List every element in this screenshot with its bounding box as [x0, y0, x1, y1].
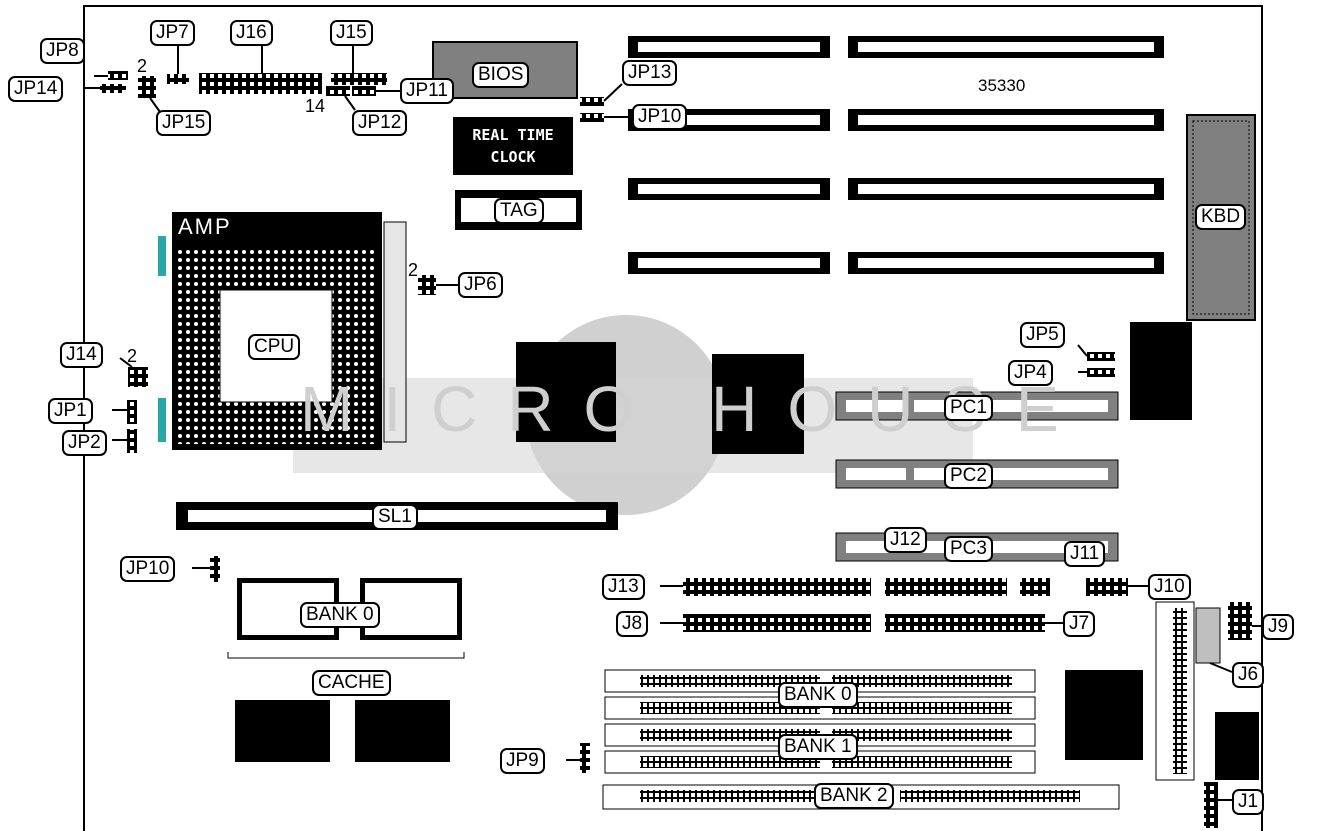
label-tag: TAG — [494, 198, 544, 224]
chip-kbd-ctrl — [1130, 322, 1192, 420]
label-jp6: JP6 — [458, 272, 503, 298]
label-jp2: JP2 — [62, 430, 107, 456]
rtc-line-2: CLOCK — [490, 148, 536, 166]
j6-block — [1195, 607, 1221, 664]
label-jp11: JP11 — [400, 78, 454, 104]
port-connector — [1215, 712, 1259, 780]
label-cpu: CPU — [248, 334, 301, 360]
label-cache: CACHE — [312, 670, 391, 696]
label-jp7: JP7 — [150, 20, 195, 46]
label-jp8: JP8 — [40, 38, 85, 64]
label-jp10-bottom: JP10 — [120, 556, 176, 582]
label-jp5: JP5 — [1020, 322, 1065, 348]
label-pc1: PC1 — [944, 395, 993, 421]
label-j14: J14 — [60, 342, 103, 368]
label-j12: J12 — [884, 527, 927, 553]
real-time-clock: REAL TIME CLOCK — [453, 117, 573, 175]
chipset-2 — [712, 354, 804, 454]
label-j11: J11 — [1064, 541, 1106, 567]
watermark-text: MICRO HOUSE — [300, 373, 1089, 445]
chip-bottom-right — [1065, 670, 1143, 760]
label-jp13: JP13 — [622, 60, 678, 86]
cpu-lever — [383, 221, 407, 443]
label-jp15: JP15 — [156, 110, 212, 136]
label-bios: BIOS — [472, 62, 530, 88]
label-jp10-top: JP10 — [632, 104, 688, 130]
pin-marker-j14: 2 — [127, 346, 138, 366]
isa-slots — [628, 36, 1164, 274]
label-jp4: JP4 — [1008, 360, 1053, 386]
cache-chip-4 — [355, 700, 450, 762]
label-bank1-mem: BANK 1 — [778, 734, 858, 760]
label-j10: J10 — [1148, 574, 1191, 600]
rtc-line-1: REAL TIME — [472, 126, 554, 144]
label-kbd: KBD — [1195, 204, 1247, 230]
label-pc2: PC2 — [944, 463, 993, 489]
label-bank0-cache: BANK 0 — [300, 602, 380, 628]
label-sl1: SL1 — [372, 504, 418, 530]
label-jp12: JP12 — [352, 110, 408, 136]
label-j13: J13 — [602, 574, 645, 600]
label-jp9: JP9 — [500, 748, 545, 774]
chipset-1 — [516, 342, 616, 442]
pin-marker-jp6: 2 — [408, 260, 419, 280]
label-j8: J8 — [616, 611, 649, 637]
label-j16: J16 — [230, 20, 273, 46]
label-j15: J15 — [330, 20, 373, 46]
label-jp1: JP1 — [48, 398, 93, 424]
label-j1: J1 — [1232, 789, 1265, 815]
label-j7: J7 — [1063, 611, 1096, 637]
label-pc3: PC3 — [944, 536, 993, 562]
board-model-number: 35330 — [978, 76, 1026, 95]
pin-marker-jp15: 2 — [137, 56, 148, 76]
pin-marker-j15: 14 — [305, 96, 326, 116]
label-j9: J9 — [1262, 614, 1295, 640]
socket-brand: AMP — [172, 212, 382, 242]
label-j6: J6 — [1232, 662, 1265, 688]
label-bank2-mem: BANK 2 — [814, 783, 894, 809]
cache-chip-3 — [235, 700, 330, 762]
label-bank0-mem: BANK 0 — [778, 682, 858, 708]
label-jp14-top: JP14 — [8, 76, 64, 102]
